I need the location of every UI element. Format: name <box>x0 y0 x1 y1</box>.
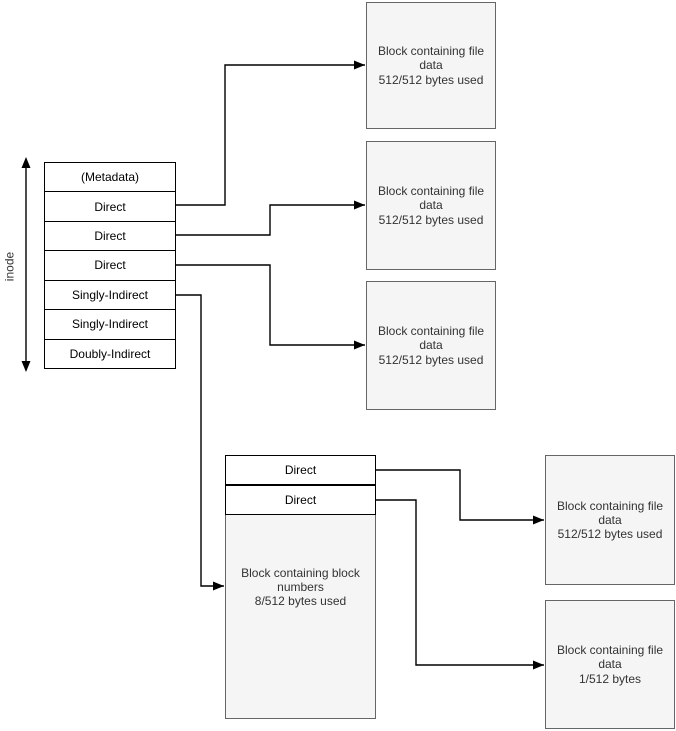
indirect-block-row-direct-2: Direct <box>225 484 376 515</box>
inode-row-doubly-indirect: Doubly-Indirect <box>45 339 175 368</box>
inode-row-metadata: (Metadata) <box>45 163 175 193</box>
arrow-direct-2 <box>176 200 365 236</box>
file-data-block-5: Block containing file data 1/512 bytes <box>545 600 675 729</box>
inode-span-arrow <box>21 157 31 372</box>
file-data-block-4: Block containing file data 512/512 bytes… <box>545 455 675 585</box>
arrow-indirect-direct-1 <box>376 469 544 525</box>
arrow-direct-3 <box>176 264 365 350</box>
arrow-direct-1 <box>176 60 365 206</box>
inode-table: (Metadata) Direct Direct Direct Singly-I… <box>44 162 176 369</box>
inode-row-direct-3: Direct <box>45 251 175 281</box>
inode-row-direct-2: Direct <box>45 221 175 252</box>
inode-row-singly-indirect-1: Singly-Indirect <box>45 280 175 311</box>
indirect-block-row-direct-1: Direct <box>225 455 376 485</box>
inode-row-singly-indirect-2: Singly-Indirect <box>45 310 175 340</box>
file-data-block-3: Block containing file data 512/512 bytes… <box>366 281 496 410</box>
inode-row-direct-1: Direct <box>45 192 175 222</box>
file-data-block-1: Block containing file data 512/512 bytes… <box>366 2 496 129</box>
file-data-block-2: Block containing file data 512/512 bytes… <box>366 141 496 270</box>
arrow-singly-indirect <box>176 294 224 591</box>
arrow-indirect-direct-2 <box>376 499 544 670</box>
inode-label: inode <box>2 251 17 282</box>
